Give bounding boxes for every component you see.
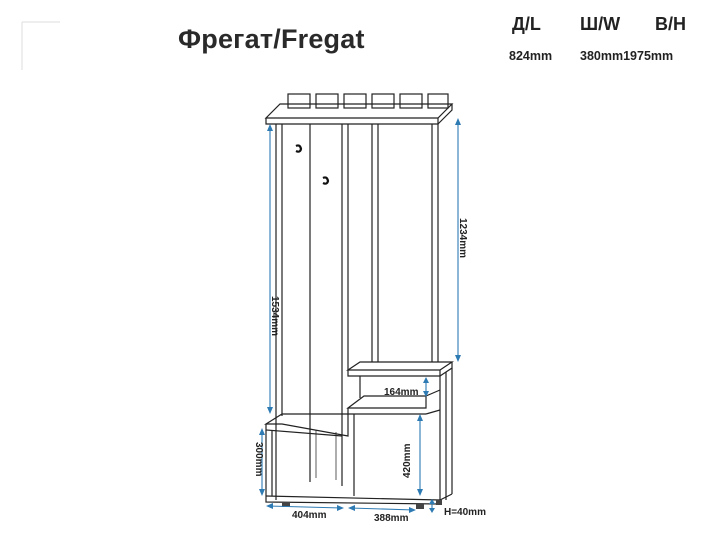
dim-bench-width-label: 404mm	[292, 510, 327, 521]
dim-right-height-label: 1234mm	[457, 218, 468, 258]
dim-leg-height: H=40mm	[429, 499, 486, 518]
product-title: Фрегат/Fregat	[178, 24, 365, 54]
width-height-value: 380mm1975mm	[580, 49, 674, 63]
dim-cabinet-width: 388mm	[348, 505, 416, 524]
dim-cabinet-width-label: 388mm	[374, 513, 409, 524]
bench	[263, 413, 349, 496]
left-side-panel	[275, 124, 283, 500]
coat-hook-upper	[295, 144, 303, 153]
legs	[282, 500, 442, 509]
dim-bench-height: 300mm	[253, 428, 265, 496]
length-label: Д/L	[512, 14, 541, 34]
dim-lower-cabinet-label: 420mm	[402, 443, 413, 478]
right-cabinet	[346, 361, 454, 504]
dim-right-height: 1234mm	[455, 118, 468, 362]
top-shelf	[264, 103, 454, 125]
dim-left-height: 1534mm	[267, 124, 280, 414]
back-panels	[309, 124, 439, 486]
width-label: Ш/W	[580, 14, 621, 34]
top-hook-tabs	[287, 93, 449, 109]
length-value: 824mm	[509, 49, 553, 63]
dim-bench-width: 404mm	[266, 503, 344, 521]
corner-mark	[21, 21, 60, 70]
dim-left-height-label: 1534mm	[269, 296, 280, 336]
coat-hook-lower	[322, 176, 330, 185]
dim-bench-height-label: 300mm	[253, 442, 264, 477]
dim-shelf-gap-label: 164mm	[384, 387, 419, 398]
dim-leg-height-label: H=40mm	[444, 507, 486, 518]
base-plinth	[265, 493, 453, 505]
height-label: В/Н	[655, 14, 686, 34]
dim-shelf-gap: 164mm	[384, 377, 429, 398]
dim-lower-cabinet: 420mm	[402, 414, 423, 496]
